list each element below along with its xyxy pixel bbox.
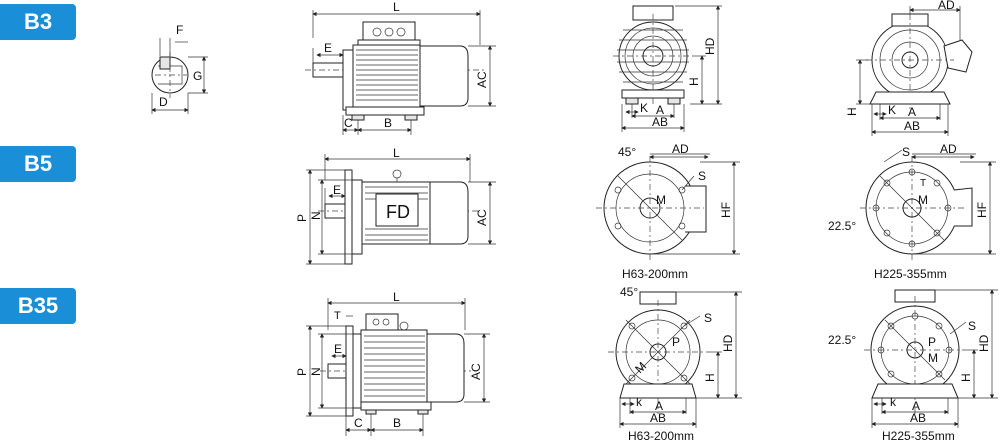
dim-label: M <box>656 193 666 207</box>
dim-label: H <box>703 373 717 382</box>
view-caption: H225-355mm <box>882 429 955 443</box>
dim-label: D <box>159 95 168 109</box>
dim-label: AC <box>475 71 489 88</box>
dim-label: M <box>918 193 928 207</box>
dim-label: AB <box>650 411 666 425</box>
b3-side-view: L E AC C B <box>305 0 496 135</box>
dim-label: P <box>295 214 309 222</box>
b3-end-view-large: AD H K A AB <box>845 0 973 136</box>
dim-label: E <box>334 342 342 356</box>
shaft-key-detail: F G D <box>151 23 208 114</box>
b35-side-view: L T E P N AC <box>295 290 490 436</box>
dim-label: H <box>687 77 701 86</box>
row-badge-b3: B3 <box>0 4 76 40</box>
dim-label: L <box>393 290 400 304</box>
dim-label: HD <box>703 37 717 55</box>
dim-label: k <box>890 395 897 409</box>
badge-label: B5 <box>23 151 53 176</box>
dim-label: K <box>888 103 896 117</box>
dim-label: N <box>309 367 323 376</box>
dim-label: P <box>295 368 309 376</box>
b35-end-view-large: 22.5° S P M HD H k A AB H225-355mm <box>828 289 998 443</box>
dim-label: G <box>193 69 202 83</box>
b5-flange-view-large: S AD T M 22.5° HF H225-355mm <box>828 142 996 281</box>
dim-label: k <box>636 395 643 409</box>
angle-label: 45° <box>620 285 638 299</box>
angle-label: 22.5° <box>828 219 856 233</box>
b35-end-view-small: 45° S P M HD H k A AB H63-200mm <box>608 285 742 443</box>
dim-label: HF <box>975 202 989 218</box>
dim-label: B <box>393 416 401 430</box>
dim-label: HD <box>721 334 735 352</box>
dim-label: S <box>698 169 706 183</box>
dim-label: L <box>393 0 400 14</box>
view-caption: H63-200mm <box>628 429 694 443</box>
dim-label: A <box>656 103 664 117</box>
dim-label: M <box>928 351 938 365</box>
row-badge-b35: B35 <box>0 288 76 324</box>
dim-label: N <box>309 211 323 220</box>
dim-label: S <box>902 145 910 159</box>
dim-label: E <box>333 183 341 197</box>
angle-label: 45° <box>618 145 636 159</box>
view-caption: H225-355mm <box>874 267 947 281</box>
dim-label: P <box>928 335 936 349</box>
dim-label: K <box>640 101 648 115</box>
dim-label: S <box>704 311 712 325</box>
b3-end-view-small: HD H K A AB <box>613 5 722 132</box>
dim-label: L <box>393 146 400 160</box>
dim-label: A <box>655 399 663 413</box>
dim-label: T <box>920 178 926 189</box>
dim-label: H <box>845 107 859 116</box>
dim-label: T <box>334 310 341 322</box>
dim-label: AC <box>475 209 489 226</box>
badge-label: B3 <box>23 9 53 34</box>
dim-label: F <box>176 23 183 37</box>
dim-label: B <box>384 116 392 130</box>
dim-label: HF <box>719 202 733 218</box>
dim-label: S <box>968 319 976 333</box>
dim-label: A <box>912 399 920 413</box>
angle-label: 22.5° <box>828 333 856 347</box>
dim-label: AB <box>904 119 920 133</box>
dim-label: E <box>324 41 332 55</box>
row-badge-b5: B5 <box>0 146 76 182</box>
dim-label: AD <box>940 142 957 156</box>
dim-label: HD <box>977 334 991 352</box>
dim-label: AB <box>652 115 668 129</box>
badge-label: B35 <box>17 293 59 318</box>
dim-label: C <box>354 416 363 430</box>
dim-label: A <box>908 105 916 119</box>
dim-label: AB <box>910 411 926 425</box>
dim-label: H <box>959 373 973 382</box>
view-caption: H63-200mm <box>622 267 688 281</box>
dim-label: AD <box>938 0 955 12</box>
b5-side-view: L FD E P N AC <box>295 146 496 265</box>
b5-flange-view-small: 45° AD S M HF H63-200mm <box>596 142 740 281</box>
dim-label: C <box>344 116 353 130</box>
dim-label: AC <box>469 363 483 380</box>
dim-label: AD <box>672 142 689 156</box>
name-plate-text: FD <box>386 202 410 222</box>
dim-label: P <box>672 335 680 349</box>
